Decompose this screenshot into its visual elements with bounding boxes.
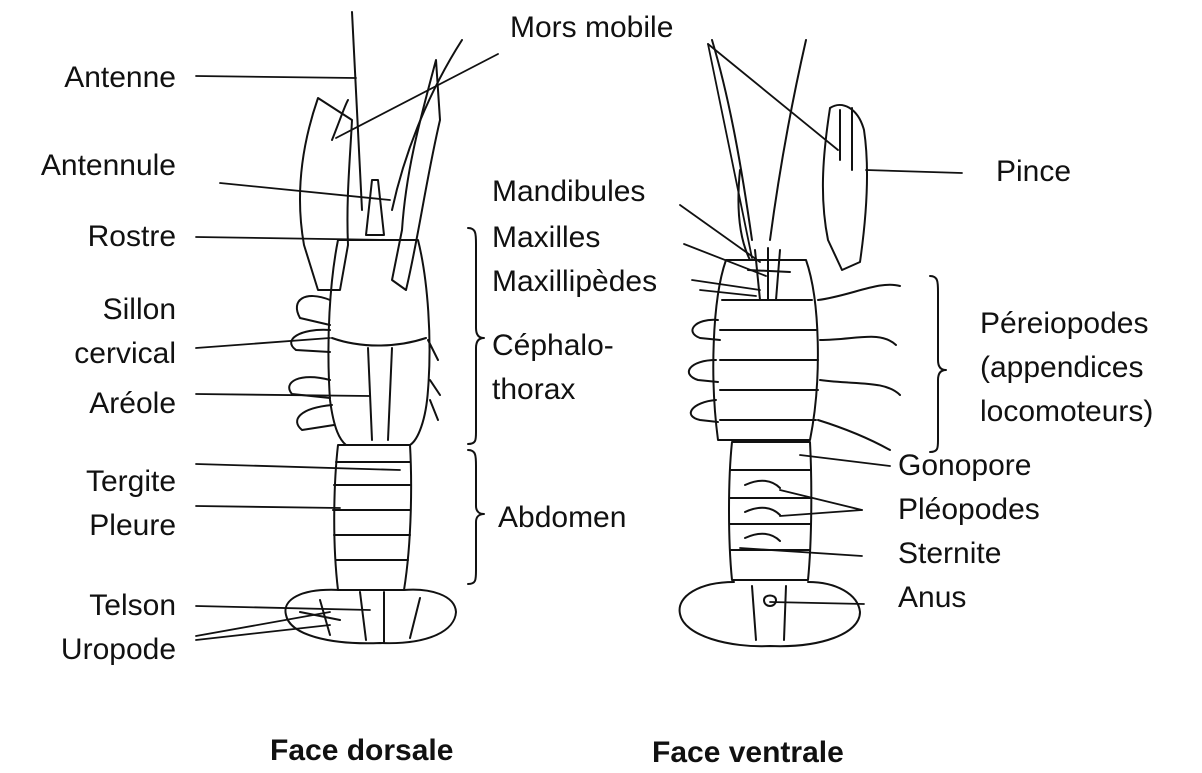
label-areole: Aréole <box>20 388 176 420</box>
dorsal-leader-lines <box>196 54 498 640</box>
dorsal-leg-4 <box>297 405 334 430</box>
ventral-pleopods <box>745 481 780 541</box>
label-tergite: Tergite <box>20 466 176 498</box>
dorsal-rostrum <box>366 180 384 235</box>
label-telson: Telson <box>20 590 176 622</box>
label-uropode: Uropode <box>20 634 176 666</box>
ventral-abdomen <box>729 442 811 580</box>
label-appendices: (appendices <box>980 352 1143 384</box>
leader-antennule <box>220 183 390 200</box>
dorsal-uropod-lines <box>300 598 420 638</box>
ventral-leg-left-1 <box>692 320 720 340</box>
caption-face-ventrale: Face ventrale <box>652 736 844 770</box>
ventral-leg-right-3 <box>820 380 900 395</box>
label-sillon: Sillon <box>20 294 176 326</box>
dorsal-cervical-groove <box>332 338 426 346</box>
leader-pleopodes-1 <box>780 490 862 510</box>
bracket-cephalothorax <box>468 228 484 444</box>
ventral-claw <box>823 105 867 270</box>
leader-mors-mobile-1 <box>708 44 752 258</box>
label-pereiopodes: Péreiopodes <box>980 308 1148 340</box>
bracket-pereiopodes <box>930 276 946 452</box>
ventral-leg-right-4 <box>818 420 890 450</box>
label-cervical: cervical <box>20 338 176 370</box>
label-cephalo: Céphalo- <box>492 330 614 362</box>
dorsal-telson <box>360 592 384 642</box>
ventral-antenna-right <box>770 40 806 240</box>
ventral-antenna-left <box>712 40 752 240</box>
leader-tergite <box>196 464 400 470</box>
label-antenne: Antenne <box>20 62 176 94</box>
ventral-mouthparts <box>748 248 790 300</box>
ventral-telson <box>752 586 786 640</box>
label-gonopore: Gonopore <box>898 450 1031 482</box>
leader-mors-mobile-dorsal <box>336 54 498 138</box>
label-sternite: Sternite <box>898 538 1001 570</box>
leader-pince <box>866 170 962 173</box>
caption-face-dorsale: Face dorsale <box>270 734 453 768</box>
ventral-crayfish-figure <box>680 40 900 646</box>
label-antennule: Antennule <box>0 150 176 182</box>
leader-sillon-cervical <box>196 338 330 348</box>
dorsal-brackets <box>468 228 484 584</box>
dorsal-tail-fan <box>285 590 456 644</box>
dorsal-abdomen <box>334 445 411 590</box>
leader-maxillipedes-2 <box>700 290 756 296</box>
label-mandibules: Mandibules <box>492 176 645 208</box>
leader-rostre <box>196 237 392 240</box>
label-maxilles: Maxilles <box>492 222 600 254</box>
ventral-leg-right-2 <box>820 337 896 345</box>
leader-maxillipedes-1 <box>692 280 760 290</box>
label-mors-mobile: Mors mobile <box>510 12 673 44</box>
label-pleure: Pleure <box>20 510 176 542</box>
label-anus: Anus <box>898 582 966 614</box>
bracket-abdomen <box>468 450 484 584</box>
label-rostre: Rostre <box>20 221 176 253</box>
ventral-anus <box>764 596 776 607</box>
ventral-cephalothorax <box>713 260 818 440</box>
ventral-tail-fan <box>680 582 860 646</box>
leader-telson <box>196 606 370 610</box>
ventral-leg-right-1 <box>818 285 900 300</box>
ventral-claw-dactyl <box>840 108 852 170</box>
ventral-sternal-lines <box>720 300 818 420</box>
leader-anus <box>770 602 864 604</box>
label-pince: Pince <box>996 156 1071 188</box>
label-thorax: thorax <box>492 374 575 406</box>
leader-pleure <box>196 506 340 508</box>
dorsal-areola <box>368 348 392 440</box>
label-maxillipedes: Maxillipèdes <box>492 266 657 298</box>
label-abdomen: Abdomen <box>498 502 626 534</box>
leader-pleopodes-2 <box>780 510 862 516</box>
leader-antenne <box>196 76 356 78</box>
dorsal-crayfish-figure <box>285 12 462 643</box>
dorsal-antenna-left <box>352 12 362 210</box>
dorsal-tergites <box>333 462 411 560</box>
leader-gonopore <box>800 455 890 466</box>
label-locomoteurs: locomoteurs) <box>980 396 1153 428</box>
leader-areole <box>196 394 370 396</box>
label-pleopodes: Pléopodes <box>898 494 1040 526</box>
dorsal-leg-1 <box>297 296 330 325</box>
